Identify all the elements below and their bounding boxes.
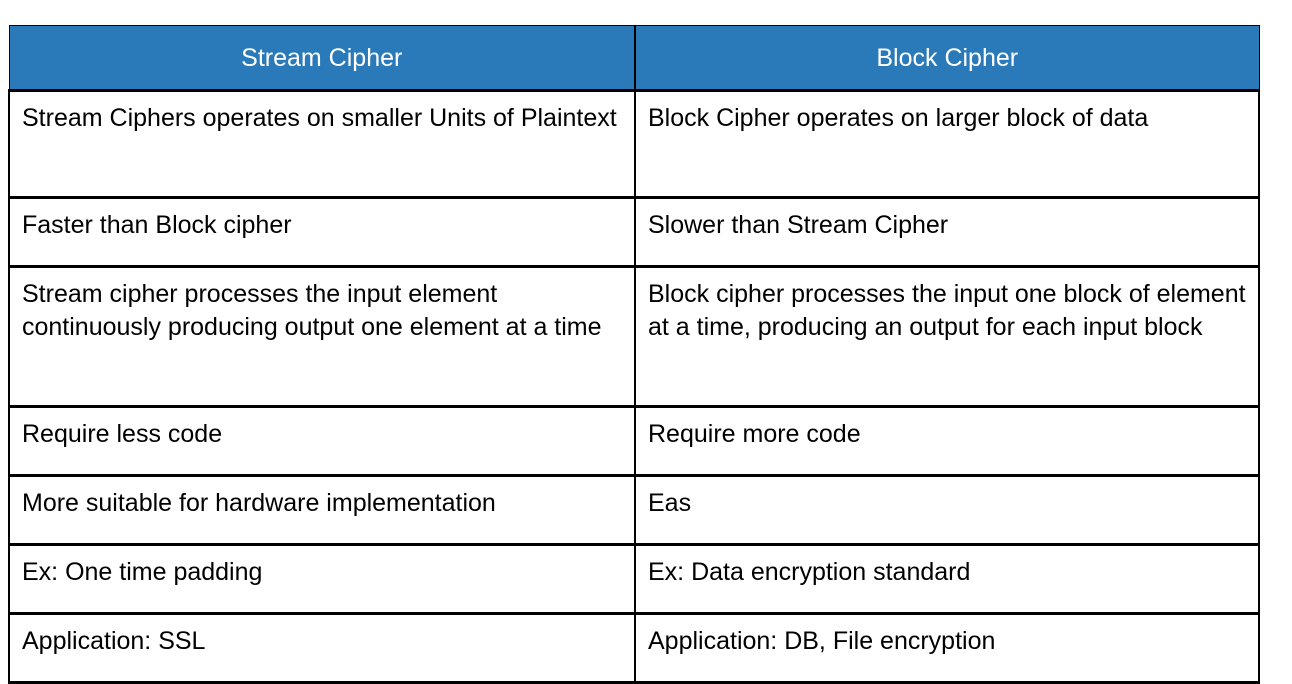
cell-text: Faster than Block cipher [22,211,292,239]
cell-text: Ex: One time padding [22,558,263,586]
cell-text: Application: SSL [22,627,206,655]
table-cell-stream: Stream Ciphers operates on smaller Units… [8,90,636,199]
table-row: Faster than Block cipher Slower than Str… [8,197,1260,268]
table-cell-stream: Stream cipher processes the input elemen… [8,266,636,408]
table-header: Stream Cipher Block Cipher [8,25,1260,92]
cell-text: Slower than Stream Cipher [648,211,949,239]
table-cell-stream: More suitable for hardware implementatio… [8,475,636,546]
table-row: Stream Ciphers operates on smaller Units… [8,90,1260,199]
cell-text: Require less code [22,420,223,448]
table-cell-block: Require more code [635,406,1260,477]
table-cell-block: Application: DB, File encryption [635,613,1260,684]
table-row: Application: SSL Application: DB, File e… [8,613,1260,684]
cipher-comparison-table: Stream Cipher Block Cipher Stream Cipher… [8,25,1260,684]
table-cell-stream: Application: SSL [8,613,636,684]
cell-text: Block Cipher operates on larger block of… [648,104,1149,132]
cell-text: Application: DB, File encryption [648,627,996,655]
column-header-block-cipher: Block Cipher [635,25,1260,92]
table-cell-block: Block Cipher operates on larger block of… [635,90,1260,199]
cell-text: Stream cipher processes the input elemen… [22,280,602,341]
cell-text: Require more code [648,420,861,448]
table-row: Require less code Require more code [8,406,1260,477]
table-cell-block: Block cipher processes the input one blo… [635,266,1260,408]
column-header-stream-cipher: Stream Cipher [8,25,636,92]
table-cell-stream: Faster than Block cipher [8,197,636,268]
table-cell-block: Eas [635,475,1260,546]
header-row: Stream Cipher Block Cipher [8,25,1260,92]
table-row: More suitable for hardware implementatio… [8,475,1260,546]
table-cell-block: Ex: Data encryption standard [635,544,1260,615]
table-body: Stream Ciphers operates on smaller Units… [8,90,1260,684]
table-row: Stream cipher processes the input elemen… [8,266,1260,408]
cell-text: Ex: Data encryption standard [648,558,971,586]
cell-text: Stream Ciphers operates on smaller Units… [22,104,617,132]
table-row: Ex: One time padding Ex: Data encryption… [8,544,1260,615]
table-cell-stream: Require less code [8,406,636,477]
cell-text: Block cipher processes the input one blo… [648,280,1246,341]
table-cell-block: Slower than Stream Cipher [635,197,1260,268]
cell-text: More suitable for hardware implementatio… [22,489,496,517]
table-cell-stream: Ex: One time padding [8,544,636,615]
cell-text: Eas [648,489,692,517]
